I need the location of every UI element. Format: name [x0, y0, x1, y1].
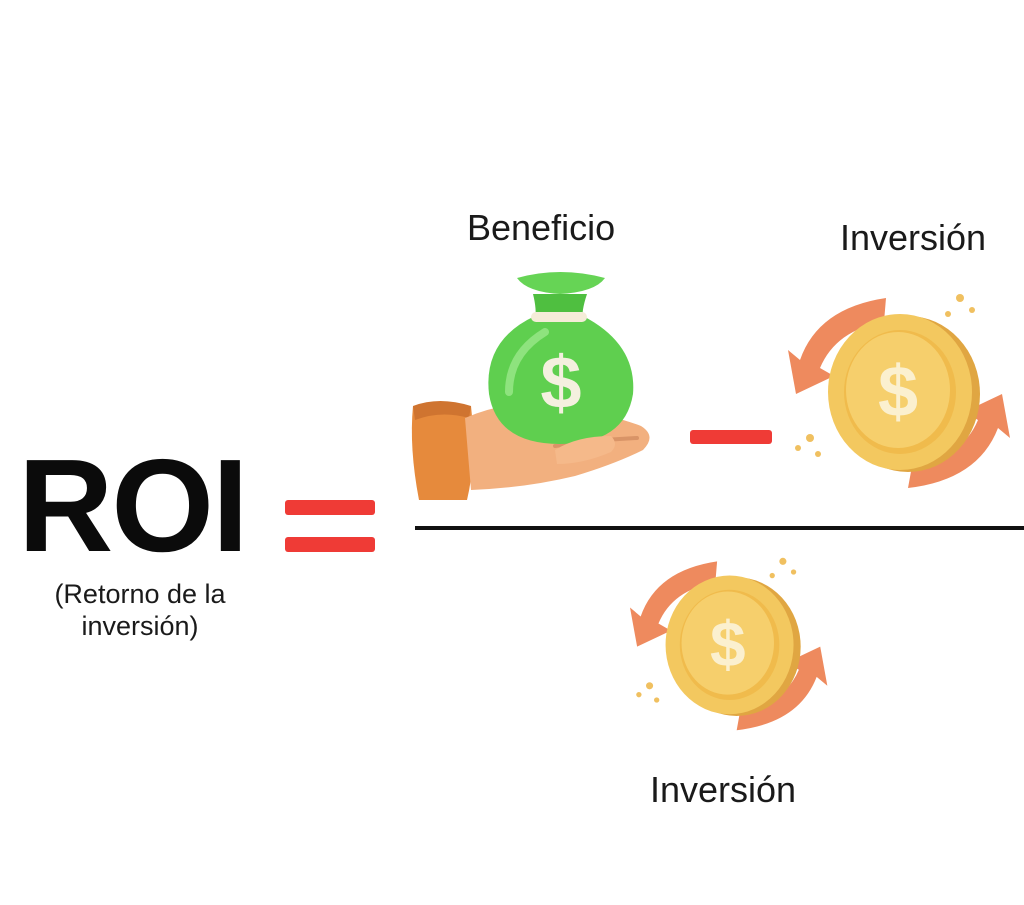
- fraction-line: [415, 526, 1024, 530]
- denominator-investment-label: Inversión: [650, 769, 797, 810]
- svg-text:$: $: [878, 352, 918, 432]
- hand-holding-money-bag-icon: $: [411, 272, 650, 500]
- minus-sign: [690, 430, 772, 444]
- equals-bar-bottom: [285, 537, 375, 552]
- roi-title: ROI: [18, 432, 249, 579]
- svg-text:$: $: [540, 341, 581, 424]
- benefit-label: Beneficio: [467, 207, 616, 248]
- equals-sign: [285, 500, 375, 552]
- numerator-investment-label: Inversión: [840, 217, 987, 258]
- equals-bar-top: [285, 500, 375, 515]
- roi-subtitle: (Retorno de la inversión): [54, 579, 226, 641]
- investment-coin-icon: $: [630, 557, 828, 731]
- svg-text:$: $: [710, 608, 746, 680]
- investment-coin-icon: $: [788, 294, 1010, 488]
